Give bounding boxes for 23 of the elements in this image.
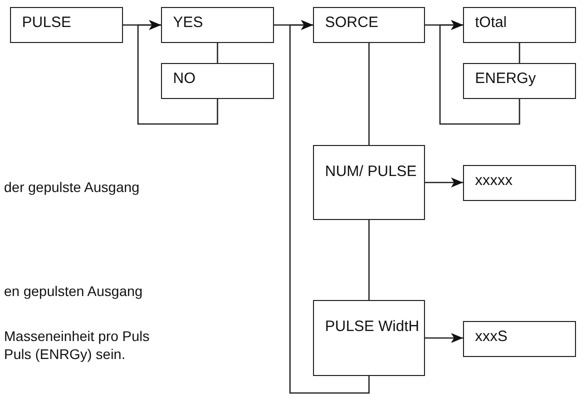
note-text: en gepulsten Ausgang	[4, 283, 143, 299]
connector-line	[216, 43, 218, 63]
menu-box: SORCE	[313, 7, 425, 43]
arrow	[425, 178, 463, 188]
note-text: Masseneinheit pro Puls	[4, 328, 150, 344]
menu-box: xxxxx	[463, 165, 576, 201]
menu-box: xxxS	[463, 321, 576, 357]
menu-box: NUM/ PULSE	[313, 145, 425, 220]
menu-box: PULSE	[10, 7, 123, 43]
connector-line	[518, 43, 520, 63]
arrow	[439, 20, 520, 125]
menu-box: tOtal	[463, 7, 576, 43]
menu-box: NO	[161, 63, 274, 99]
menu-box: ENERGy	[463, 63, 576, 99]
arrow	[137, 20, 218, 125]
menu-box: PULSE WidtH	[313, 300, 425, 376]
menu-box: YES	[161, 7, 274, 43]
arrow	[289, 20, 370, 394]
connector-line	[368, 220, 370, 300]
arrow	[425, 333, 463, 343]
connector-line	[368, 43, 370, 145]
note-text: Puls (ENRGy) sein.	[4, 346, 126, 362]
note-text: der gepulste Ausgang	[4, 179, 140, 195]
